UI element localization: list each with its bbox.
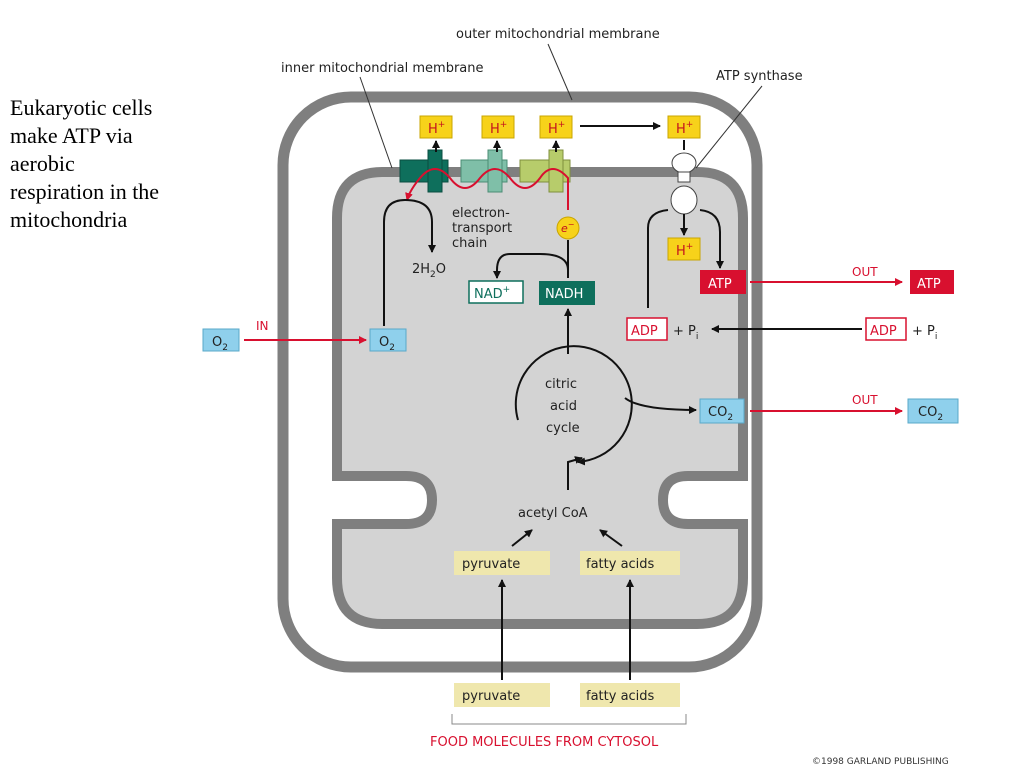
pi-label-outside: + Pi	[912, 324, 937, 342]
food-caption: FOOD MOLECULES FROM CYTOSOL	[430, 735, 659, 750]
water-label: 2H2O	[412, 262, 446, 280]
etc-complex-3	[519, 149, 571, 193]
nadh-to-nad-arrow	[493, 253, 569, 279]
atp-synthesis-arrow	[647, 209, 720, 308]
svg-text:O2: O2	[379, 335, 395, 353]
atp-box-outside: ATP	[910, 270, 954, 294]
cycle-to-co2-arrow	[624, 397, 697, 414]
svg-text:O2: O2	[212, 335, 228, 353]
svg-text:ADP: ADP	[631, 324, 658, 339]
h-ion-box: H+	[667, 115, 701, 139]
citric-acid-cycle: citric acid cycle	[514, 345, 633, 466]
etc-label: electron-	[452, 206, 510, 221]
svg-text:H+: H+	[548, 120, 565, 137]
svg-text:H+: H+	[676, 120, 693, 137]
electron-circle: e−	[556, 216, 580, 240]
nadh-box: NADH	[539, 281, 595, 305]
h-ion-box: H+	[539, 115, 573, 139]
slide-line: Eukaryotic cells	[10, 95, 153, 120]
etc-complex-2	[460, 149, 508, 193]
svg-text:CO2: CO2	[918, 405, 943, 423]
fatty-acids-box-inside: fatty acids	[580, 551, 680, 575]
o2-to-water-arrow	[383, 198, 436, 326]
slide-line: make ATP via	[10, 123, 133, 148]
svg-text:NAD+: NAD+	[474, 285, 510, 302]
food-bracket	[451, 714, 687, 725]
adp-box-inside: ADP	[626, 317, 668, 341]
svg-text:e−: e−	[561, 220, 574, 235]
atp-synthase-pointer	[695, 85, 763, 169]
fatty-to-acetyl-arrow	[599, 529, 623, 547]
slide-line: mitochondria	[10, 207, 128, 232]
pyruvate-box-outside: pyruvate	[454, 683, 550, 707]
svg-text:pyruvate: pyruvate	[462, 557, 520, 572]
etc-label: chain	[452, 236, 487, 251]
svg-text:H+: H+	[490, 120, 507, 137]
o2-box-outside: O2	[202, 328, 240, 353]
svg-text:H+: H+	[676, 242, 693, 259]
pi-label-inside: + Pi	[673, 324, 698, 342]
nad-box: NAD+	[468, 280, 524, 304]
acetyl-coa-label: acetyl CoA	[518, 506, 588, 521]
svg-text:ADP: ADP	[870, 324, 897, 339]
atp-box-inside: ATP	[700, 270, 746, 294]
svg-text:fatty acids: fatty acids	[586, 689, 655, 704]
svg-text:cycle: cycle	[546, 421, 580, 436]
svg-text:CO2: CO2	[708, 405, 733, 423]
out-label-co2: OUT	[852, 393, 878, 407]
co2-box-inside: CO2	[699, 398, 745, 424]
svg-text:citric: citric	[545, 377, 577, 392]
h-ion-box: H+	[481, 115, 515, 139]
pyruvate-to-acetyl-arrow	[511, 529, 533, 547]
slide-description: Eukaryotic cells make ATP via aerobic re…	[10, 94, 220, 234]
slide-line: respiration in the	[10, 179, 160, 204]
in-label: IN	[256, 319, 269, 333]
electron-path	[405, 168, 569, 210]
acetyl-to-cycle-arrow	[567, 456, 583, 490]
h-ion-box: H+	[419, 115, 453, 139]
atp-synthase	[670, 152, 698, 215]
svg-text:ATP: ATP	[917, 277, 941, 292]
inner-membrane-label: inner mitochondrial membrane	[281, 61, 484, 76]
out-label-atp: OUT	[852, 265, 878, 279]
adp-box-outside: ADP	[865, 317, 907, 341]
o2-box-inside: O2	[369, 328, 407, 353]
inner-membrane	[332, 167, 748, 629]
pyruvate-box-inside: pyruvate	[454, 551, 550, 575]
co2-box-outside: CO2	[907, 398, 959, 424]
atp-synthase-label: ATP synthase	[716, 69, 803, 84]
svg-text:H+: H+	[428, 120, 445, 137]
etc-label: transport	[452, 221, 512, 236]
h-ion-box: H+	[667, 237, 701, 261]
fatty-acids-box-outside: fatty acids	[580, 683, 680, 707]
outer-membrane-label: outer mitochondrial membrane	[456, 27, 660, 42]
svg-text:NADH: NADH	[545, 287, 583, 302]
outer-membrane-pointer	[547, 43, 573, 101]
svg-text:pyruvate: pyruvate	[462, 689, 520, 704]
inner-membrane-pointer	[359, 76, 393, 169]
slide-line: aerobic	[10, 151, 75, 176]
svg-text:acid: acid	[550, 399, 577, 414]
svg-text:fatty acids: fatty acids	[586, 557, 655, 572]
svg-text:ATP: ATP	[708, 277, 732, 292]
copyright: ©1998 GARLAND PUBLISHING	[812, 757, 949, 767]
